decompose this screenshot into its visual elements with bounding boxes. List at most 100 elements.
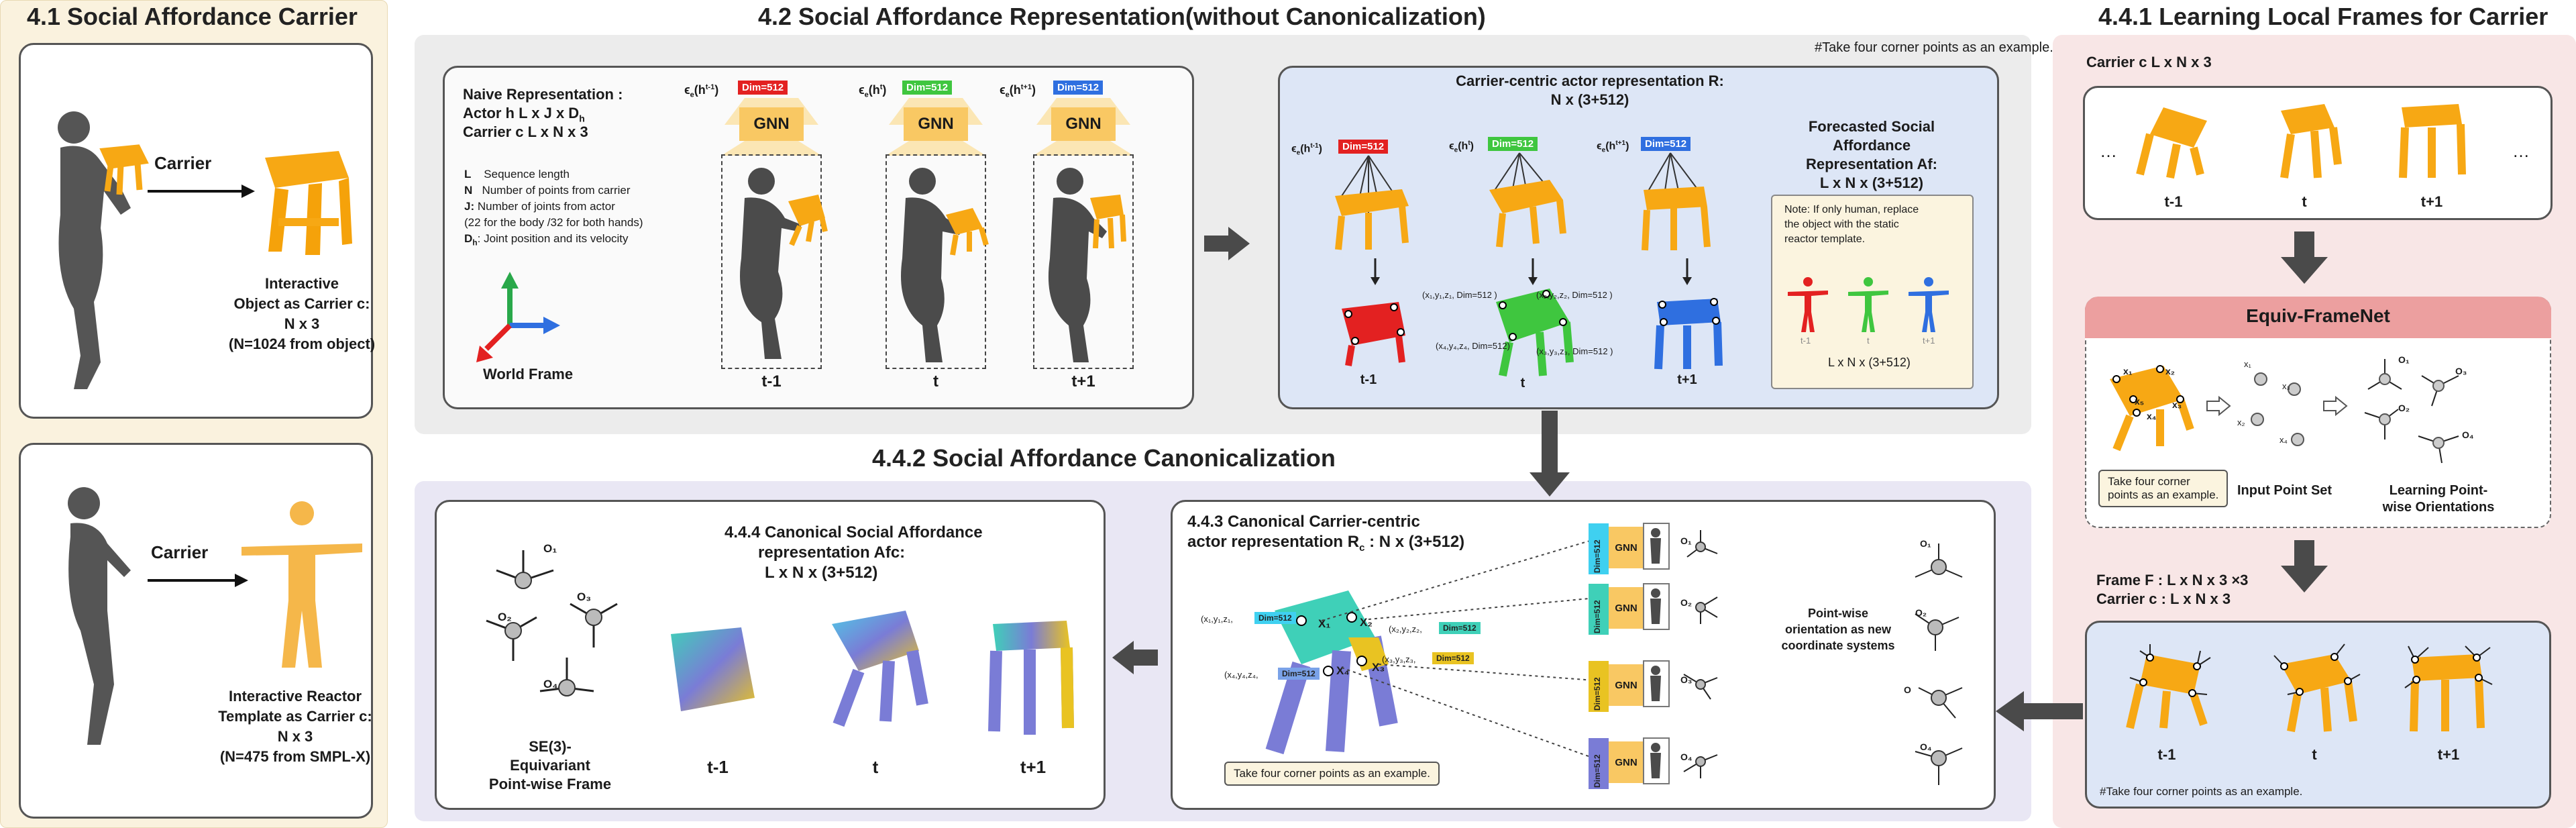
gnn-o4: O₄	[1680, 752, 1693, 762]
forecast-title-3: Representation Af:	[1806, 156, 1937, 172]
right-o4: O₄	[1920, 741, 1932, 752]
world-frame-label: World Frame	[483, 366, 574, 382]
four-corner-note-top: #Take four corner points as an example.	[1815, 40, 2053, 55]
cc-fan-stool-t	[1489, 152, 1566, 248]
crep-X4: X₄	[1336, 664, 1350, 677]
carrier-centric-title-1: Carrier-centric actor representation R:	[1456, 72, 1724, 89]
local-t-label-t+1: t+1	[2420, 193, 2443, 210]
hollow-arrow-2	[2323, 395, 2348, 417]
canonical-stool-t-1	[671, 627, 755, 711]
se3-label-1: SE(3)-	[529, 738, 572, 755]
carrier-arrow-bottom	[148, 574, 248, 587]
frames-t-label-t-1: t-1	[2157, 746, 2176, 763]
local-t-label-t-1: t-1	[2164, 193, 2183, 210]
canonical-rep-title-2: actor representation Rc : N x (3+512)	[1187, 533, 1465, 554]
dim-tag-t-1: Dim=512	[738, 81, 788, 95]
carrier-c-label: Carrier c : L x N x 3	[2096, 590, 2231, 607]
frames-t-label-t: t	[2312, 746, 2317, 763]
local-frames-section-title: 4.4.1 Learning Local Frames for Carrier	[2098, 3, 2548, 30]
object-carrier-caption-1: Interactive	[264, 275, 339, 292]
actor-with-stool-t+1	[1048, 168, 1126, 362]
forecast-title-2: Affordance	[1832, 137, 1911, 154]
dim-tag-t: Dim=512	[902, 81, 953, 95]
gnn-dim-vertical-3: Dim=512	[1589, 661, 1609, 712]
input-x4: x₄	[2279, 435, 2288, 445]
canonical-sa-title-1: 4.4.4 Canonical Social Affordance	[724, 523, 983, 541]
cc-tuple-4: (x₄,y₄,z₄, Dim=512)	[1436, 341, 1510, 351]
reactor-carrier-caption-1: Interactive Reactor	[228, 688, 362, 705]
crep-gnn-4: GNN	[1609, 741, 1644, 783]
cc-encoder-t+1: ϵe(ht+1)	[1597, 140, 1629, 154]
gnn-spread-t-1	[721, 141, 822, 156]
cc-tuple-2: (x₂,y₂,z₂, Dim=512 )	[1536, 290, 1613, 300]
canonical-rep-note: Take four corner points as an example.	[1224, 762, 1440, 786]
learn-o4: O₄	[2462, 429, 2474, 440]
csa-t-label-t+1: t+1	[1020, 757, 1046, 777]
forecast-title-4: L x N x (3+512)	[1819, 174, 1924, 191]
gnn-dim-vertical-4: Dim=512	[1589, 738, 1609, 789]
forecast-note-3: reactor template.	[1784, 234, 1866, 245]
object-carrier-caption-3: N x 3	[284, 315, 320, 332]
dim-tag-t+1: Dim=512	[1053, 81, 1104, 95]
encoder-label-t+1: ϵe(ht+1)	[1000, 83, 1036, 99]
forecast-dims: L x N x (3+512)	[1828, 356, 1911, 369]
arrow-to-canonical-sa	[1112, 641, 1158, 674]
crep-X3: X₃	[1372, 661, 1385, 674]
cc-down-arrows	[1371, 258, 1692, 285]
naive-actor: Actor h L x J x Dh	[463, 105, 585, 124]
carrier-centric-title-2: N x (3+512)	[1550, 91, 1629, 108]
csa-o1: O₁	[543, 542, 557, 555]
ellipsis-left: …	[2100, 141, 2117, 161]
input-x2: x₂	[2237, 417, 2245, 427]
crep-gnn-1: GNN	[1609, 527, 1644, 568]
object-carrier-caption-2: Object as Carrier c:	[233, 295, 370, 312]
csa-o3: O₃	[577, 590, 592, 603]
cc-encoder-t-1: ϵe(ht-1)	[1291, 142, 1322, 157]
hollow-arrow-1	[2206, 395, 2231, 417]
naive-t-label-t-1: t-1	[761, 372, 782, 391]
naive-carrier: Carrier c L x N x 3	[463, 123, 588, 140]
local-stool-t+1	[2399, 104, 2466, 178]
reactor-carrier-caption-4: (N=475 from SMPL-X)	[219, 748, 371, 765]
cc-t-label-t-1: t-1	[1360, 372, 1377, 387]
learn-o1: O₁	[2398, 354, 2410, 365]
legend-N: N Number of points from carrier	[464, 184, 631, 197]
frame-box-t-1	[721, 154, 822, 369]
frame-box-t+1	[1033, 154, 1134, 369]
gnn-dim-vertical-1: Dim=512	[1589, 523, 1609, 574]
equiv-x5: x₅	[2135, 396, 2145, 407]
world-frame-axes-icon	[476, 272, 560, 362]
local-t-label-t: t	[2302, 193, 2307, 210]
legend-L: L Sequence length	[464, 168, 570, 180]
stool-icon-small	[99, 144, 149, 195]
equiv-x4: x₄	[2147, 411, 2157, 421]
canonical-sa-title-2: representation Afc:	[758, 544, 906, 562]
cc-red-stool	[1342, 302, 1405, 366]
gnn-actor-icons	[1643, 523, 1670, 784]
legend-J: J: Number of joints from actor	[464, 200, 615, 213]
frames-stool-t+1	[2404, 645, 2493, 732]
right-o3: O	[1904, 684, 1911, 695]
pointwise-label-1: Point-wise	[1807, 607, 1868, 620]
local-stool-t	[2280, 104, 2342, 178]
learned-orientations	[2364, 359, 2459, 464]
legend-J-detail: (22 for the body /32 for both hands)	[464, 216, 643, 229]
gnn-spread-t	[885, 141, 986, 156]
crep-dim-3: Dim=512	[1432, 652, 1474, 664]
crep-gnn-3: GNN	[1609, 664, 1644, 706]
legend-Dh: Dh: Joint position and its velocity	[464, 232, 629, 248]
cc-tuple-1: (x₁,y₁,z₁, Dim=512 )	[1422, 290, 1497, 300]
reactor-carrier-caption-2: Template as Carrier c:	[218, 708, 372, 725]
reactor-template-figure	[241, 501, 362, 668]
right-o1: O₁	[1920, 538, 1931, 549]
equiv-stool-points	[2110, 365, 2194, 452]
learning-label-2: wise Orientations	[2382, 500, 2495, 515]
cc-dim-tag-t: Dim=512	[1488, 137, 1538, 151]
frames-t-label-t+1: t+1	[2437, 746, 2460, 763]
cc-green-stool	[1496, 289, 1574, 377]
cc-blue-stool	[1654, 298, 1723, 370]
equiv-framenet-title: Equiv-FrameNet	[2246, 305, 2390, 326]
canonical-stool-t	[832, 611, 928, 727]
crep-tuple-3: (x₃,y₃,z₃,	[1382, 654, 1416, 664]
